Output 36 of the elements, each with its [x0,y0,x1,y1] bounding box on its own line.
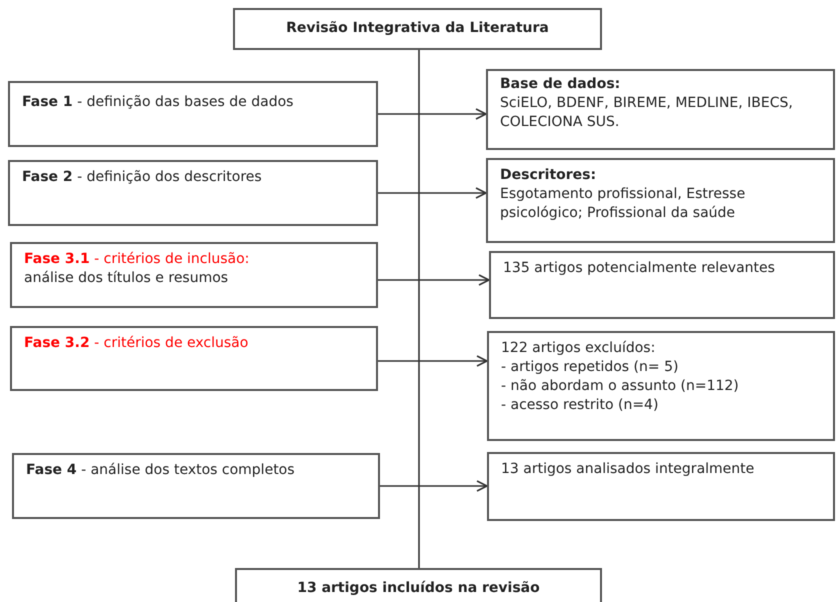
box-text: Fase 3.2 - critérios de exclusão [24,334,250,353]
process-box [486,69,835,150]
process-box [486,158,835,243]
process-box [487,452,835,521]
box-text: Base de dados: [500,75,622,94]
box-text: - acesso restrito (n=4) [501,396,660,415]
box-text: Fase 1 - definição das bases de dados [22,93,294,112]
box-text: 122 artigos excluídos: [501,339,656,358]
box-text: Descritores: [500,166,598,185]
process-box [10,242,378,308]
box-text: 13 artigos incluídos na revisão [296,579,541,598]
process-box [487,331,835,441]
process-box [8,160,378,226]
process-box [489,251,835,319]
box-text: 13 artigos analisados integralmente [501,460,756,479]
box-text: análise dos títulos e resumos [24,268,230,288]
arrow [378,187,487,199]
arrow [378,355,488,367]
box-text: Fase 2 - definição dos descritores [22,168,263,187]
arrow [378,108,487,120]
process-box [233,8,602,50]
arrow [380,480,488,492]
process-box [10,326,378,391]
box-text: Revisão Integrativa da Literatura [285,19,550,38]
box-text: - não abordam o assunto (n=112) [501,376,740,396]
box-text: Fase 4 - análise dos textos completos [26,461,296,480]
process-box [8,81,378,147]
process-box [12,453,380,519]
box-text: SciELO, BDENF, BIREME, MEDLINE, IBECS, COLECIONA SUS. [500,94,794,132]
box-text: Fase 3.1 - critérios de inclusão: [24,250,250,269]
arrow [378,274,490,286]
process-box [235,568,602,602]
box-text: Esgotamento profissional, Estresse psicológico; Profissional da saúde [500,184,746,223]
connector-line [418,50,420,568]
box-text: 135 artigos potencialmente relevantes [503,259,776,278]
box-text: - artigos repetidos (n= 5) [501,358,680,377]
